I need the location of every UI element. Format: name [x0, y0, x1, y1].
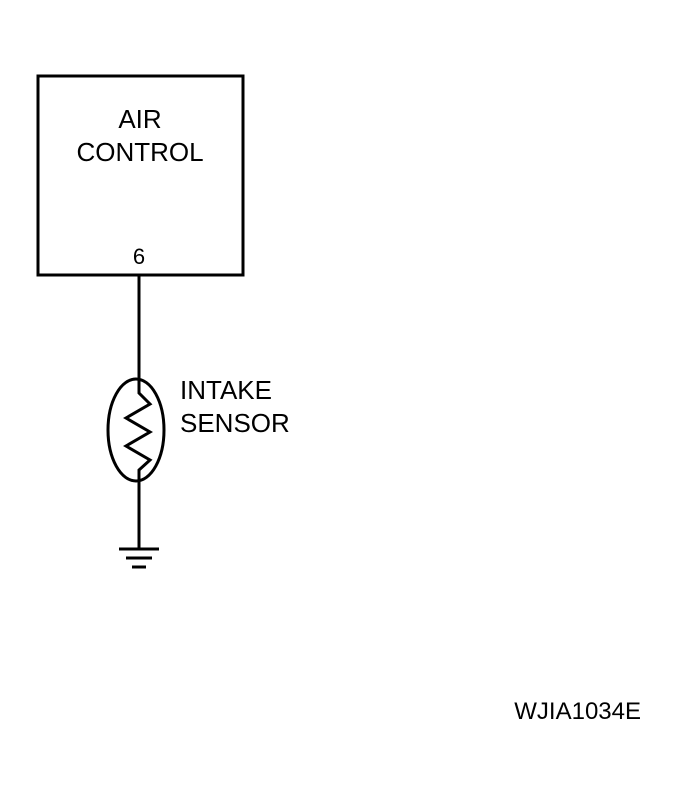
sensor-label-line1: INTAKE [180, 375, 272, 405]
thermistor-icon [106, 377, 166, 483]
pin-number: 6 [133, 244, 145, 269]
sensor-label-line2: SENSOR [180, 408, 290, 438]
thermistor-zigzag [123, 381, 153, 481]
thermistor-body [106, 377, 166, 483]
module-label-line2: CONTROL [76, 137, 203, 167]
module-label-line1: AIR [118, 104, 161, 134]
ground-icon [119, 547, 159, 569]
figure-id: WJIA1034E [514, 698, 641, 725]
